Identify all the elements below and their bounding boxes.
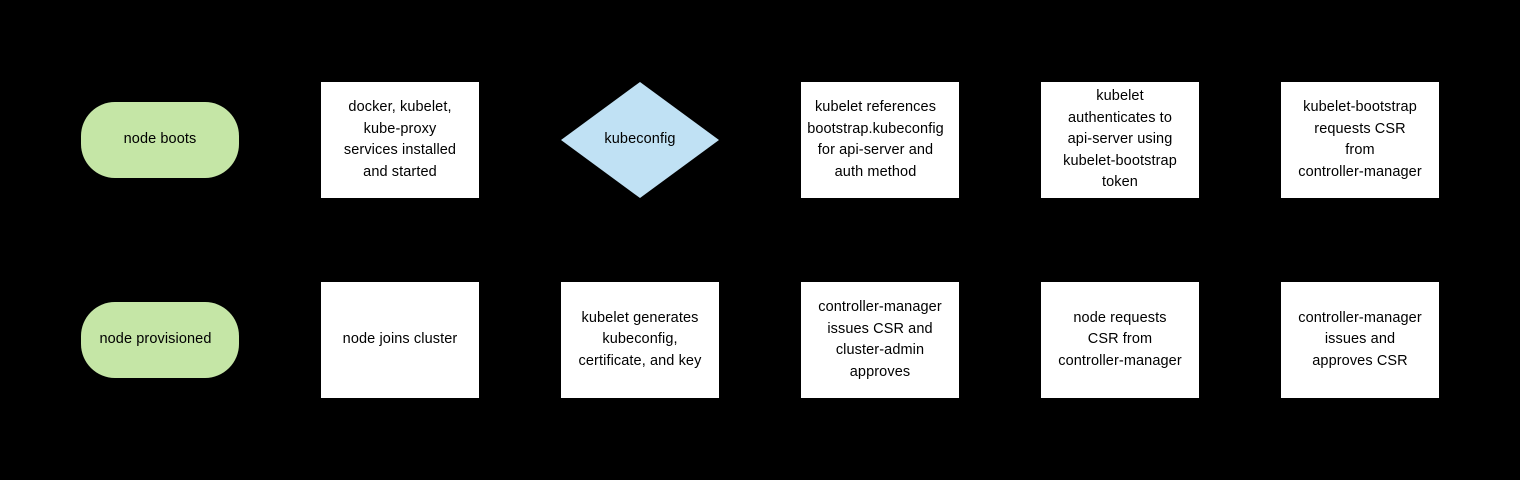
node-kubelet-generates-kubeconfig[interactable]: kubelet generates kubeconfig, certificat… <box>561 282 719 398</box>
node-services-installed[interactable]: docker, kubelet, kube-proxy services ins… <box>321 82 479 198</box>
node-node-requests-csr[interactable]: node requests CSR from controller-manage… <box>1041 282 1199 398</box>
node-node-boots[interactable]: node boots <box>81 102 239 178</box>
node-label: controller-manager issues CSR and cluste… <box>818 299 942 380</box>
node-label: node provisioned <box>99 331 212 348</box>
node-controller-manager-issues-csr[interactable]: controller-manager issues CSR and cluste… <box>801 282 959 398</box>
node-kubelet-authenticates[interactable]: kubelet authenticates to api-server usin… <box>1041 82 1199 198</box>
node-label: node requests CSR from controller-manage… <box>1058 309 1182 369</box>
node-label: kubelet references bootstrap.kubeconfig … <box>807 99 944 180</box>
node-label: kubelet generates kubeconfig, certificat… <box>578 309 702 369</box>
node-label: kubeconfig <box>604 131 676 148</box>
node-controller-manager-approves-csr[interactable]: controller-manager issues and approves C… <box>1281 282 1439 398</box>
node-label: docker, kubelet, kube-proxy services ins… <box>343 99 457 180</box>
node-label: node boots <box>123 131 197 148</box>
node-label: controller-manager issues and approves C… <box>1298 309 1422 369</box>
node-label: kubelet authenticates to api-server usin… <box>1063 88 1177 191</box>
node-node-joins-cluster[interactable]: node joins cluster <box>321 282 479 398</box>
node-node-provisioned[interactable]: node provisioned <box>81 302 239 378</box>
node-label: node joins cluster <box>342 331 458 348</box>
node-kubelet-references-bootstrap[interactable]: kubelet references bootstrap.kubeconfig … <box>801 82 959 198</box>
node-bootstrap-requests-csr[interactable]: kubelet-bootstrap requests CSR from cont… <box>1281 82 1439 198</box>
node-label: kubelet-bootstrap requests CSR from cont… <box>1298 99 1422 180</box>
node-kubeconfig[interactable]: kubeconfig <box>561 82 719 198</box>
